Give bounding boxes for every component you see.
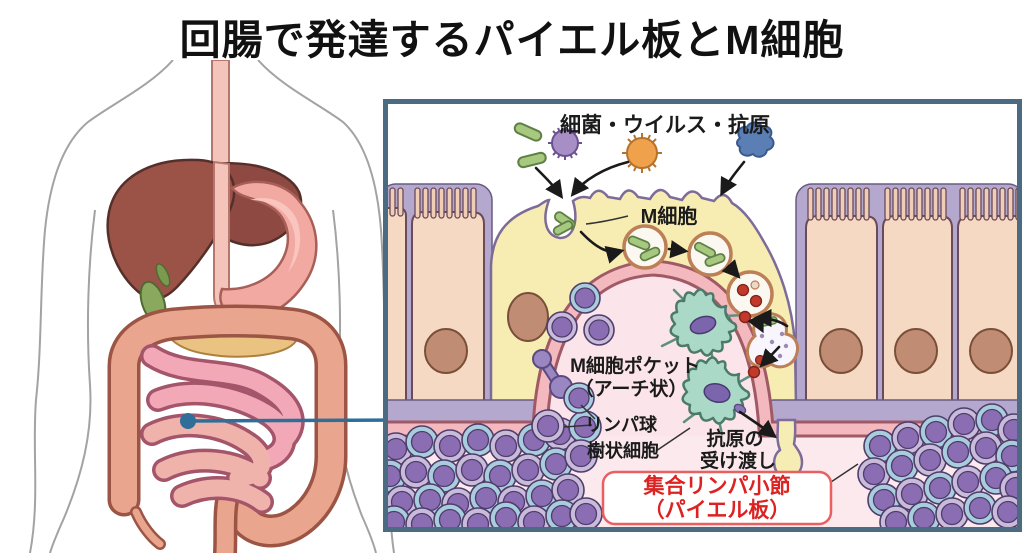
- m-cell-label: M細胞: [641, 204, 698, 228]
- peyer-label-box: 集合リンパ小節 （パイエル板）: [601, 470, 833, 526]
- antigen-fragment: [733, 403, 747, 415]
- pocket-lymphocytes: [546, 282, 615, 346]
- arrows: [534, 160, 789, 439]
- handover-label-line1: 抗原の: [706, 427, 763, 450]
- lymphocyte-label: リンパ球: [585, 415, 658, 435]
- cell-nucleus: [819, 328, 1013, 374]
- diagram-panel: 細菌・ウイルス・抗原 M細胞 M細胞ポケット （アーチ状） リンパ球 樹状細胞 …: [383, 99, 1022, 532]
- vesicle-3: [726, 270, 774, 318]
- torso-svg: [29, 59, 399, 558]
- virus-purple-icon: [548, 126, 582, 160]
- body-illustration: [0, 59, 400, 558]
- diagram-svg: 細菌・ウイルス・抗原 M細胞 M細胞ポケット （アーチ状） リンパ球 樹状細胞 …: [388, 113, 1017, 527]
- pathogens-label: 細菌・ウイルス・抗原: [560, 113, 770, 137]
- m-cell-nucleus: [507, 292, 549, 342]
- virus-orange-icon: [622, 133, 662, 173]
- dendritic-label: 樹状細胞: [587, 440, 659, 461]
- cell-nucleus: [424, 328, 468, 374]
- dendritic-cell-1: [660, 288, 744, 372]
- m-cell-pit: [552, 211, 576, 236]
- bacteria-icon: [513, 122, 547, 169]
- lymphoid-follicles: [388, 403, 1017, 527]
- pocket-label-line2: （アーチ状）: [575, 377, 688, 400]
- dendritic-cell-2: [681, 356, 752, 436]
- torso-outline: [29, 59, 395, 554]
- epithelial-cells-right: [805, 187, 1017, 405]
- transmigrating-cell: [532, 349, 595, 414]
- epithelial-cells-left: [388, 187, 485, 405]
- vesicle-1: [622, 224, 668, 270]
- connector-line: [180, 413, 399, 429]
- leader-lines: [563, 215, 859, 483]
- peyer-label-line1: 集合リンパ小節: [643, 474, 791, 498]
- handover-label-line2: 受け渡し: [700, 449, 776, 472]
- pointer-dot-icon: [180, 413, 196, 429]
- antigen-icon: [736, 121, 775, 158]
- peyer-label-line2: （パイエル板）: [644, 498, 791, 522]
- pocket-label-line1: M細胞ポケット: [570, 354, 700, 377]
- small-intestine: [140, 344, 305, 514]
- page-title: 回腸で発達するパイエル板とM細胞: [179, 17, 845, 63]
- vesicle-2: [687, 231, 733, 277]
